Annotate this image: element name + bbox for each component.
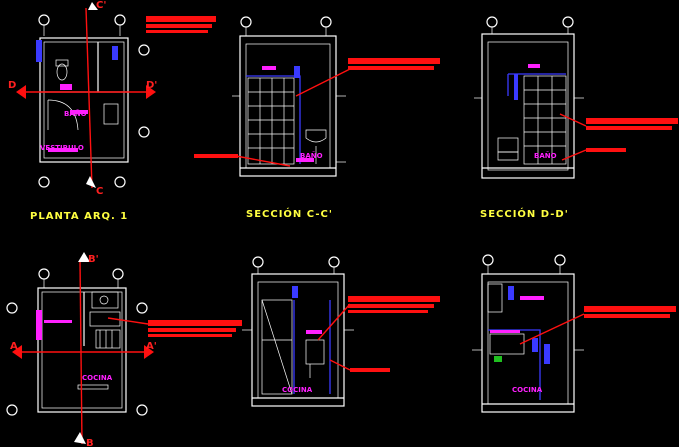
plan-kitchen: COCINA A A' B' B (6, 252, 242, 447)
section-mark-a: A (10, 341, 18, 352)
room-label-bano-cc: BAÑO (300, 151, 323, 160)
room-label-cocina: COCINA (82, 374, 113, 382)
section-mark-b-prime: B' (88, 254, 99, 265)
section-cc: BAÑO (194, 16, 440, 177)
section-mark-a-prime: A' (146, 341, 157, 352)
room-label-bano: BAÑO (64, 109, 87, 118)
section-bb: COCINA (472, 254, 676, 413)
title-seccion-dd: SECCIÓN D-D' (480, 207, 569, 220)
section-dd: BAÑO (474, 16, 678, 179)
title-planta: PLANTA ARQ. 1 (30, 211, 128, 222)
room-label-cocina-sec2: COCINA (512, 386, 543, 394)
section-aa: COCINA (242, 256, 440, 407)
section-mark-c-prime: C' (96, 0, 106, 11)
room-label-bano-dd: BAÑO (534, 151, 557, 160)
title-seccion-cc: SECCIÓN C-C' (246, 207, 333, 220)
room-label-vestibulo: VESTIBULO (40, 144, 84, 152)
plan-bathroom: BAÑO VESTIBULO D D' C' C (8, 0, 216, 197)
section-mark-d-prime: D' (146, 80, 157, 91)
room-label-cocina-sec1: COCINA (282, 386, 313, 394)
section-mark-c: C (96, 186, 103, 197)
section-mark-d: D (8, 80, 16, 91)
section-mark-b: B (86, 438, 94, 447)
